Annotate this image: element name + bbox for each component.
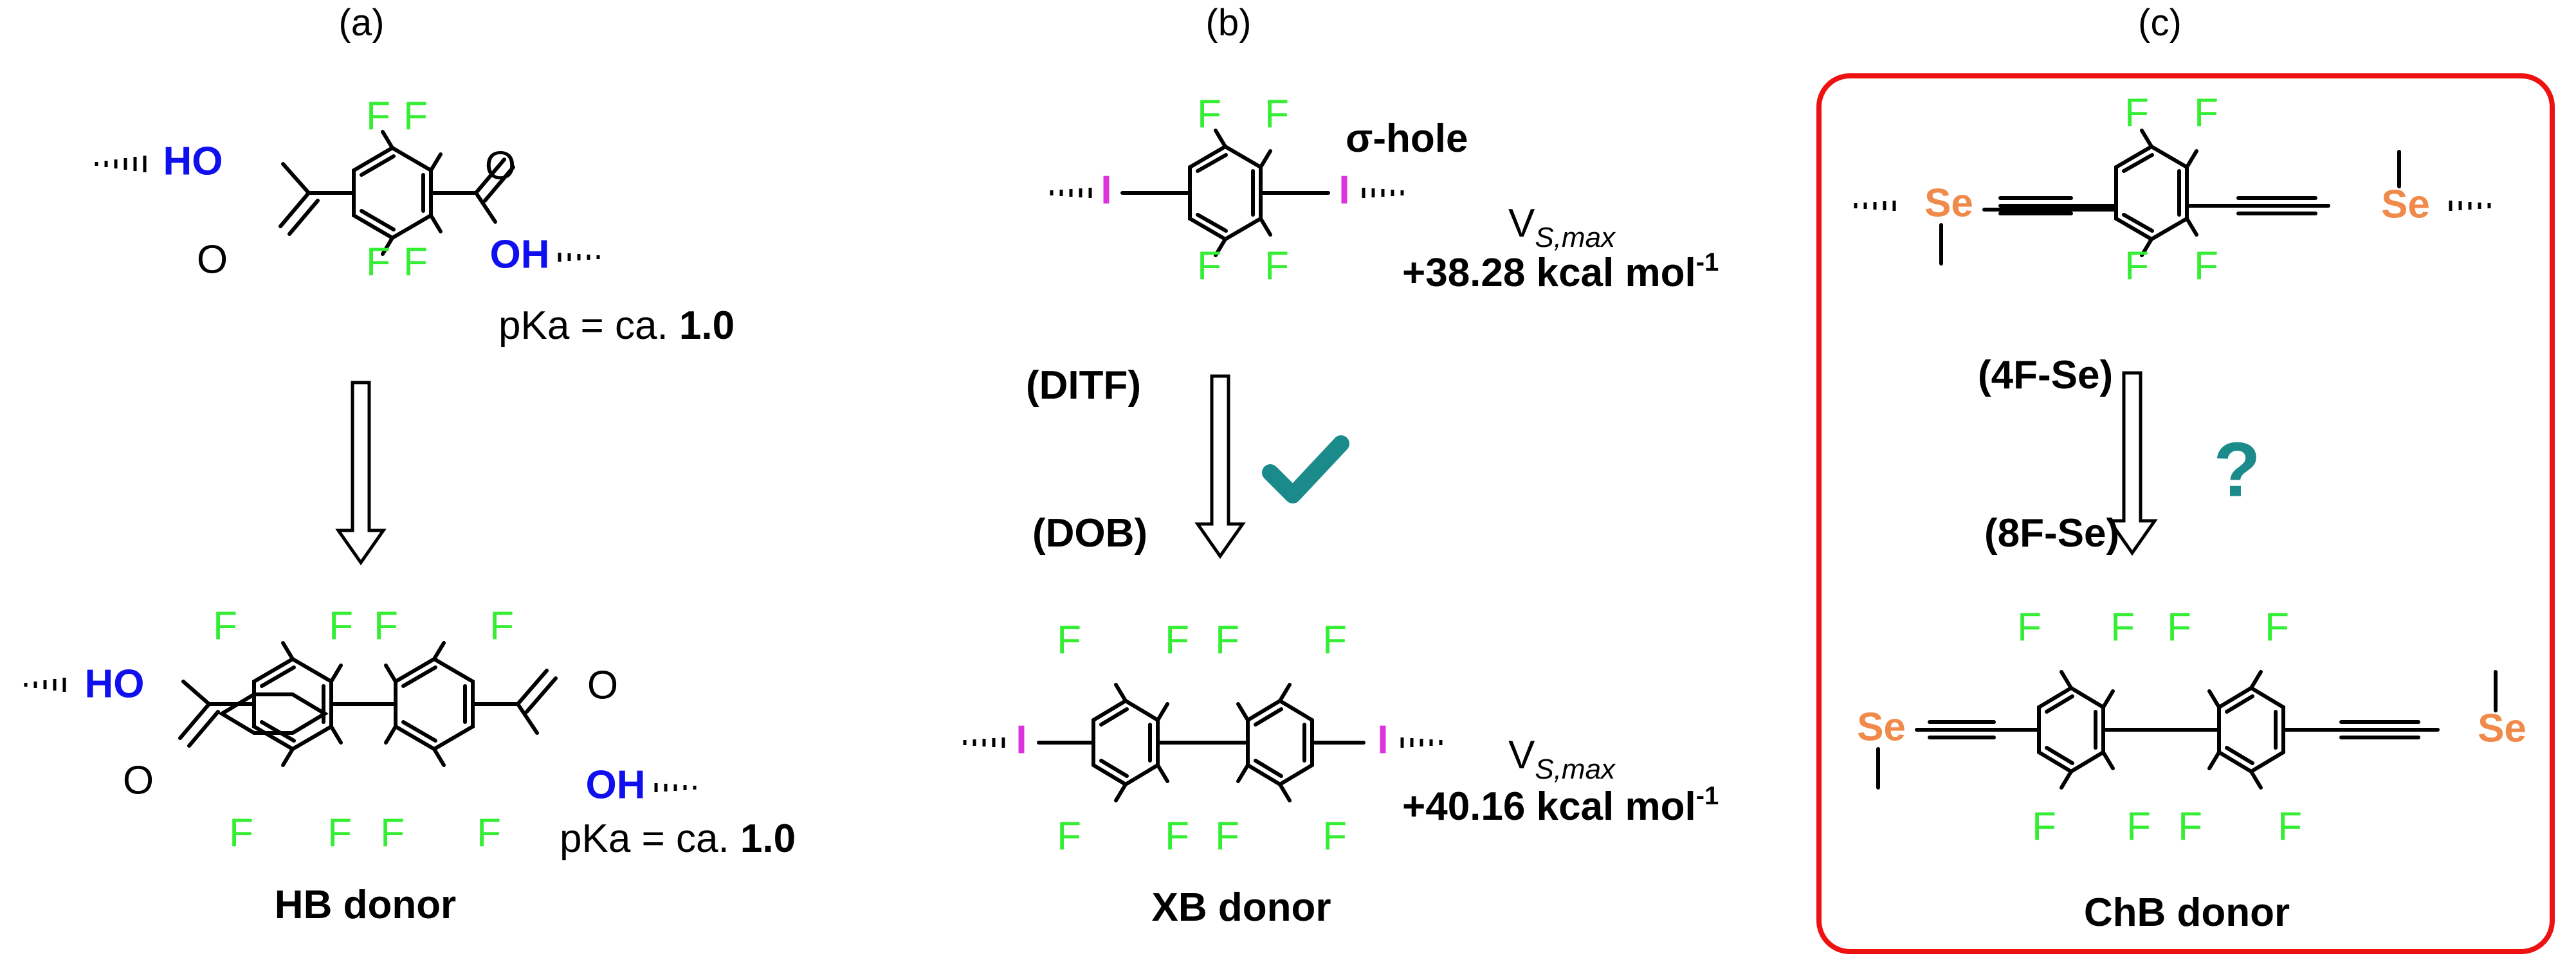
vsmax-top-label: VS,max bbox=[1508, 201, 1616, 253]
sigma-hole-label: σ-hole bbox=[1346, 116, 1468, 161]
fluorine-label: F bbox=[229, 811, 253, 855]
selenium-label: Se bbox=[1924, 181, 1973, 225]
fluorine-label: F bbox=[403, 240, 428, 284]
fluorine-label: F bbox=[2124, 244, 2149, 288]
hydroxyl-label-oh: OH bbox=[586, 763, 646, 807]
fluorine-label: F bbox=[327, 811, 352, 855]
hydroxyl-label-oh: OH bbox=[490, 232, 550, 276]
fluorine-label: F bbox=[1322, 618, 1347, 662]
iodine-label: I bbox=[1101, 168, 1111, 212]
fluorine-label: F bbox=[1057, 618, 1081, 662]
dob-name: (DOB) bbox=[1032, 511, 1147, 556]
carbonyl-oxygen-label: O bbox=[485, 143, 516, 188]
panel-c-label: (c) bbox=[2138, 2, 2182, 44]
ditf-name: (DITF) bbox=[1026, 363, 1141, 408]
fluorine-label: F bbox=[374, 604, 398, 648]
fluorine-label: F bbox=[1197, 92, 1221, 136]
fluorine-label: F bbox=[1215, 618, 1239, 662]
fluorine-label: F bbox=[403, 94, 428, 138]
fluorine-label: F bbox=[2032, 804, 2056, 849]
fluorine-label: F bbox=[2167, 605, 2191, 649]
down-arrow-a bbox=[335, 381, 387, 566]
fluorine-label: F bbox=[1057, 814, 1081, 858]
bis-selenoethynyl-tetrafluorobenzene bbox=[1854, 129, 2491, 266]
fluorine-label: F bbox=[2110, 605, 2135, 649]
hb-donor-caption: HB donor bbox=[275, 883, 456, 927]
bis-selenoethynyl-octafluorobiphenyl bbox=[1876, 670, 2498, 790]
4f-se-name: (4F-Se) bbox=[1978, 353, 2113, 397]
fluorine-label: F bbox=[366, 94, 390, 138]
hydroxyl-label-ho: HO bbox=[163, 139, 223, 183]
iodine-label: I bbox=[1338, 168, 1349, 212]
selenium-label: Se bbox=[2381, 182, 2430, 226]
carbonyl-oxygen-label: O bbox=[587, 663, 618, 707]
iodine-label: I bbox=[1377, 718, 1388, 762]
fluorine-label: F bbox=[329, 604, 353, 648]
fluorine-label: F bbox=[2178, 804, 2202, 849]
fluorine-label: F bbox=[213, 604, 237, 648]
fluorine-label: F bbox=[2017, 605, 2042, 649]
fluorine-label: F bbox=[1322, 814, 1347, 858]
fluorine-label: F bbox=[2124, 91, 2149, 135]
8f-se-name: (8F-Se) bbox=[1984, 511, 2119, 556]
fluorine-label: F bbox=[2278, 804, 2302, 849]
fluorine-label: F bbox=[477, 811, 501, 855]
fluorine-label: F bbox=[1197, 244, 1221, 288]
hydroxyl-label-ho: HO bbox=[85, 662, 145, 706]
iodine-label: I bbox=[1016, 718, 1027, 762]
xb-donor-caption: XB donor bbox=[1152, 885, 1331, 930]
diiodooctafluorobiphenyl bbox=[963, 683, 1443, 802]
panel-b-label: (b) bbox=[1206, 2, 1252, 44]
check-icon bbox=[1262, 435, 1349, 503]
diiodotetrafluorobenzene bbox=[1050, 129, 1404, 257]
fluorine-label: F bbox=[1165, 618, 1189, 662]
fluorine-label: F bbox=[1215, 814, 1239, 858]
question-mark: ? bbox=[2213, 427, 2260, 513]
fluorine-label: F bbox=[2265, 605, 2289, 649]
vsmax-bottom-label: VS,max bbox=[1508, 733, 1616, 785]
fluorine-label: F bbox=[380, 811, 405, 855]
down-arrow-c bbox=[2106, 371, 2158, 556]
carbonyl-oxygen-label: O bbox=[197, 237, 228, 282]
tetrafluoroterephthalic-acid bbox=[95, 130, 600, 262]
down-arrow-b bbox=[1194, 374, 1246, 559]
fluorine-label: F bbox=[2126, 804, 2151, 849]
pka-top: pKa = ca. 1.0 bbox=[498, 303, 735, 348]
carbonyl-oxygen-label: O bbox=[123, 758, 154, 802]
fluorine-label: F bbox=[2194, 244, 2218, 288]
panel-a-label: (a) bbox=[339, 2, 385, 44]
vsmax-top-value: +38.28 kcal mol-1 bbox=[1402, 248, 1719, 295]
fluorine-label: F bbox=[366, 240, 390, 284]
fluorine-label: F bbox=[1265, 92, 1289, 136]
selenium-label: Se bbox=[1857, 705, 1906, 749]
fluorine-label: F bbox=[489, 604, 514, 648]
chb-highlight-frame bbox=[1816, 73, 2555, 954]
vsmax-bottom-value: +40.16 kcal mol-1 bbox=[1402, 782, 1719, 829]
pka-bottom: pKa = ca. 1.0 bbox=[560, 817, 796, 861]
chb-donor-caption: ChB donor bbox=[2084, 890, 2290, 935]
selenium-label: Se bbox=[2478, 706, 2526, 750]
octafluorobiphenyl-dicarboxylic-acid bbox=[24, 641, 697, 792]
fluorine-label: F bbox=[1265, 244, 1289, 288]
fluorine-label: F bbox=[2194, 91, 2218, 135]
fluorine-label: F bbox=[1165, 814, 1189, 858]
